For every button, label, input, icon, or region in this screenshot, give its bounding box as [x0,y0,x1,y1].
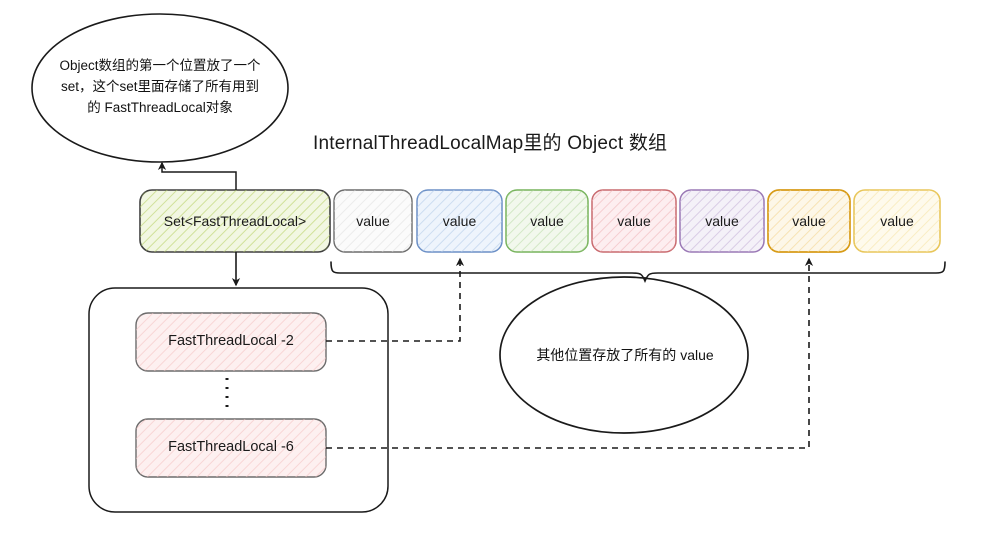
left-annotation-text: Object数组的第一个位置放了一个 set，这个set里面存储了所有用到 的 … [34,55,286,118]
right-annotation-ellipse [499,276,749,434]
array-cell-1-hatch [334,190,412,252]
left-annotation-line-1: Object数组的第一个位置放了一个 [59,58,261,73]
array-cell-6-hatch [768,190,850,252]
right-annotation-text: 其他位置存放了所有的 value [536,347,714,363]
array-cell-4-hatch [592,190,676,252]
object-array-group [139,189,941,253]
array-cell-0-hatch [140,190,330,252]
fastthreadlocal-items [135,312,327,478]
dashed-link-ftl6-to-value [326,257,814,449]
array-cell-3-hatch [506,190,588,252]
left-annotation-line-2: set，这个set里面存储了所有用到 [60,79,260,94]
dashed-link-ftl2-to-value [326,257,465,342]
left-annotation-line-3: 的 FastThreadLocal对象 [87,100,233,115]
array-cell-2-hatch [417,190,502,252]
connector-set-to-left-ellipse [157,161,237,190]
array-cell-5-hatch [680,190,764,252]
array-cell-7-hatch [854,190,940,252]
fastthreadlocal-item-0-hatch [136,313,326,371]
fastthreadlocal-item-1-hatch [136,419,326,477]
